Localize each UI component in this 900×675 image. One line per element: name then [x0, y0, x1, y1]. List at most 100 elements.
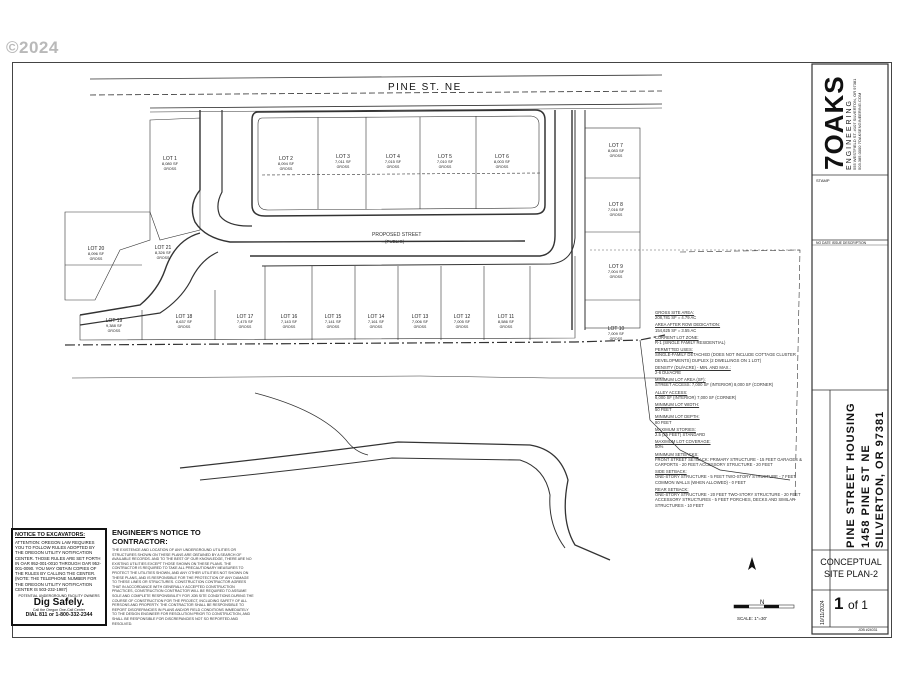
engineer-notice-title: ENGINEER'S NOTICE TO CONTRACTOR:	[112, 528, 201, 546]
lot-area: 8,326 SF	[155, 250, 172, 255]
job-number: JOB #24031	[858, 628, 878, 632]
lot-area: 7,143 SF	[281, 319, 298, 324]
sheet-title-line1: CONCEPTUAL	[820, 557, 882, 567]
lot-label: LOT 9	[609, 264, 623, 270]
zoning-heading: SIDE SETBACK:	[655, 469, 687, 475]
zoning-value: 80 FEET	[655, 419, 672, 425]
project-city: SILVERTON, OR 97381	[874, 410, 886, 548]
lot-area: 7,015 SF	[385, 159, 402, 164]
stamp-label: STAMP	[816, 178, 830, 183]
lot-area-unit: GROSS	[439, 165, 452, 169]
lot-area: 9,388 SF	[106, 323, 123, 328]
zoning-value: ONE-STORY STRUCTURE - 5 FEET TWO-STORY S…	[655, 474, 796, 485]
lot-label: LOT 15	[325, 314, 342, 320]
lot-label: LOT 2	[279, 156, 293, 162]
lot-label: LOT 20	[88, 246, 105, 252]
firm-logo: 7OAKS ENGINEERING	[819, 70, 853, 170]
proposed-street-label: PROPOSED STREET	[372, 232, 421, 238]
lot-area-unit: GROSS	[610, 275, 623, 279]
pine-st-edge-bottom	[149, 103, 663, 109]
zoning-value: 2-6 DU/ACRE	[655, 370, 682, 376]
east-lots-block	[584, 127, 641, 329]
zoning-value: R-1 (SINGLE FAMILY RESIDENTIAL)	[655, 340, 726, 346]
lot-area-unit: GROSS	[90, 257, 103, 261]
firm-address: 555 WESTFIELD ST. #107 SILVERTON, OR 973…	[852, 78, 862, 170]
lot-label: LOT 8	[609, 202, 623, 208]
zoning-heading: ALLEY ACCESS:	[655, 389, 688, 395]
revision-header: NO DATE ISSUE DESCRIPTION	[816, 241, 867, 245]
engineer-notice-body: THE EXISTENCE AND LOCATION OF ANY UNDERG…	[112, 548, 254, 626]
proposed-street-west-curb	[191, 110, 526, 243]
lot-area-unit: GROSS	[496, 165, 509, 169]
lot-label: LOT 19	[106, 318, 123, 324]
zoning-value: STREET ACCESS: 7,000 SF (INTERIOR) 8,000…	[655, 382, 774, 388]
sheet-title-line2: SITE PLAN-2	[823, 569, 879, 579]
lot-area-unit: GROSS	[456, 325, 469, 329]
north-label: N	[760, 600, 764, 606]
project-address: 1458 PINE ST NE	[860, 444, 872, 548]
lot-area: 8,094 SF	[278, 161, 295, 166]
notice-excavators-body: ATTENTION: OREGON LAW REQUIRES YOU TO FO…	[15, 540, 101, 592]
zoning-value: 6,000 SF (INTERIOR) 7,000 SF (CORNER)	[655, 394, 737, 400]
lot-label: LOT 6	[495, 154, 509, 160]
lot-area: 7,011 SF	[335, 159, 351, 164]
zoning-heading: MINIMUM LOT DEPTH:	[655, 414, 700, 420]
zoning-value: 50%	[655, 444, 664, 450]
lot-label: LOT 5	[438, 154, 452, 160]
zoning-heading: GROSS SITE AREA:	[655, 310, 695, 315]
zoning-value: SINGLE-FAMILY DETACHED (DOES NOT INCLUDE…	[655, 352, 796, 363]
lot-area-unit: GROSS	[164, 167, 177, 171]
lot-area-unit: GROSS	[370, 325, 383, 329]
sheet-number-value: 1	[834, 594, 844, 613]
lot-area: 7,004 SF	[608, 269, 625, 274]
zoning-heading: CURRENT LOT ZONE:	[655, 334, 699, 340]
lot-area-unit: GROSS	[239, 325, 252, 329]
zoning-heading: MAXIMUM STORIES:	[655, 426, 696, 432]
lot-label: LOT 12	[454, 314, 471, 320]
drawing-sheet-border	[12, 62, 892, 638]
lot-label: LOT 17	[237, 314, 254, 320]
dig-safely-phone: DIAL 811 or 1-800-332-2344	[25, 612, 93, 618]
lot-area: 8,083 SF	[608, 148, 625, 153]
lot-area-unit: GROSS	[610, 337, 623, 341]
zoning-heading: DENSITY (DU/ACRE) - MIN. AND MAX.:	[655, 364, 731, 370]
zoning-heading: MINIMUM SETBACKS:	[655, 451, 699, 457]
lot-label: LOT 16	[281, 314, 298, 320]
zoning-value: 2.5 (35 FEET) STANDARD	[655, 432, 706, 438]
dig-safely-sub: Call the Oregon One-Call Center	[32, 608, 86, 612]
lot-area-unit: GROSS	[327, 325, 340, 329]
lot-label: LOT 21	[155, 245, 172, 251]
lot-area-unit: GROSS	[178, 325, 191, 329]
lot-area: 8,096 SF	[88, 251, 105, 256]
engineer-notice: ENGINEER'S NOTICE TO CONTRACTOR: THE EXI…	[112, 528, 254, 626]
lot-area: 7,009 SF	[608, 331, 625, 336]
zoning-heading: REAR SETBACK:	[655, 486, 689, 492]
lot-label: LOT 10	[608, 326, 625, 332]
zoning-value: ONE-STORY STRUCTURE - 20 FEET TWO-STORY …	[655, 492, 801, 508]
lot-area-unit: GROSS	[387, 165, 400, 169]
south-lots-block	[79, 256, 576, 341]
lot-area: 7,010 SF	[437, 159, 454, 164]
notice-excavators-footer: POTENTIAL UNDERGROUND FACILITY OWNERS	[18, 594, 100, 599]
north-arrow-icon	[748, 557, 756, 570]
lot-label: LOT 7	[609, 143, 623, 149]
lot-area-unit: GROSS	[414, 325, 427, 329]
scale-label: SCALE: 1"=30'	[737, 616, 767, 621]
zoning-heading: MINIMUM LOT AREA (SF):	[655, 377, 706, 383]
lot-area: 8,003 SF	[494, 159, 511, 164]
zoning-value: FRONT STREET SETBACK: PRIMARY STRUCTURE …	[655, 456, 802, 468]
pine-st-centerline	[89, 90, 663, 96]
upper-lot-lines	[261, 116, 541, 209]
lot-label: LOT 3	[336, 154, 350, 160]
zoning-heading: MINIMUM LOT WIDTH:	[655, 402, 700, 408]
zoning-heading: AREA AFTER ROW DEDICATION:	[655, 322, 721, 328]
lot-area-unit: GROSS	[157, 256, 170, 260]
upper-block-curb	[251, 109, 546, 217]
lot-area: 7,475 SF	[237, 319, 254, 324]
offsite-road-edge	[179, 441, 611, 561]
project-name: PINE STREET HOUSING	[845, 402, 857, 548]
pine-st-label: PINE ST. NE	[388, 82, 462, 93]
lot-label: LOT 13	[412, 314, 429, 320]
lot-area: 8,586 SF	[498, 319, 515, 324]
